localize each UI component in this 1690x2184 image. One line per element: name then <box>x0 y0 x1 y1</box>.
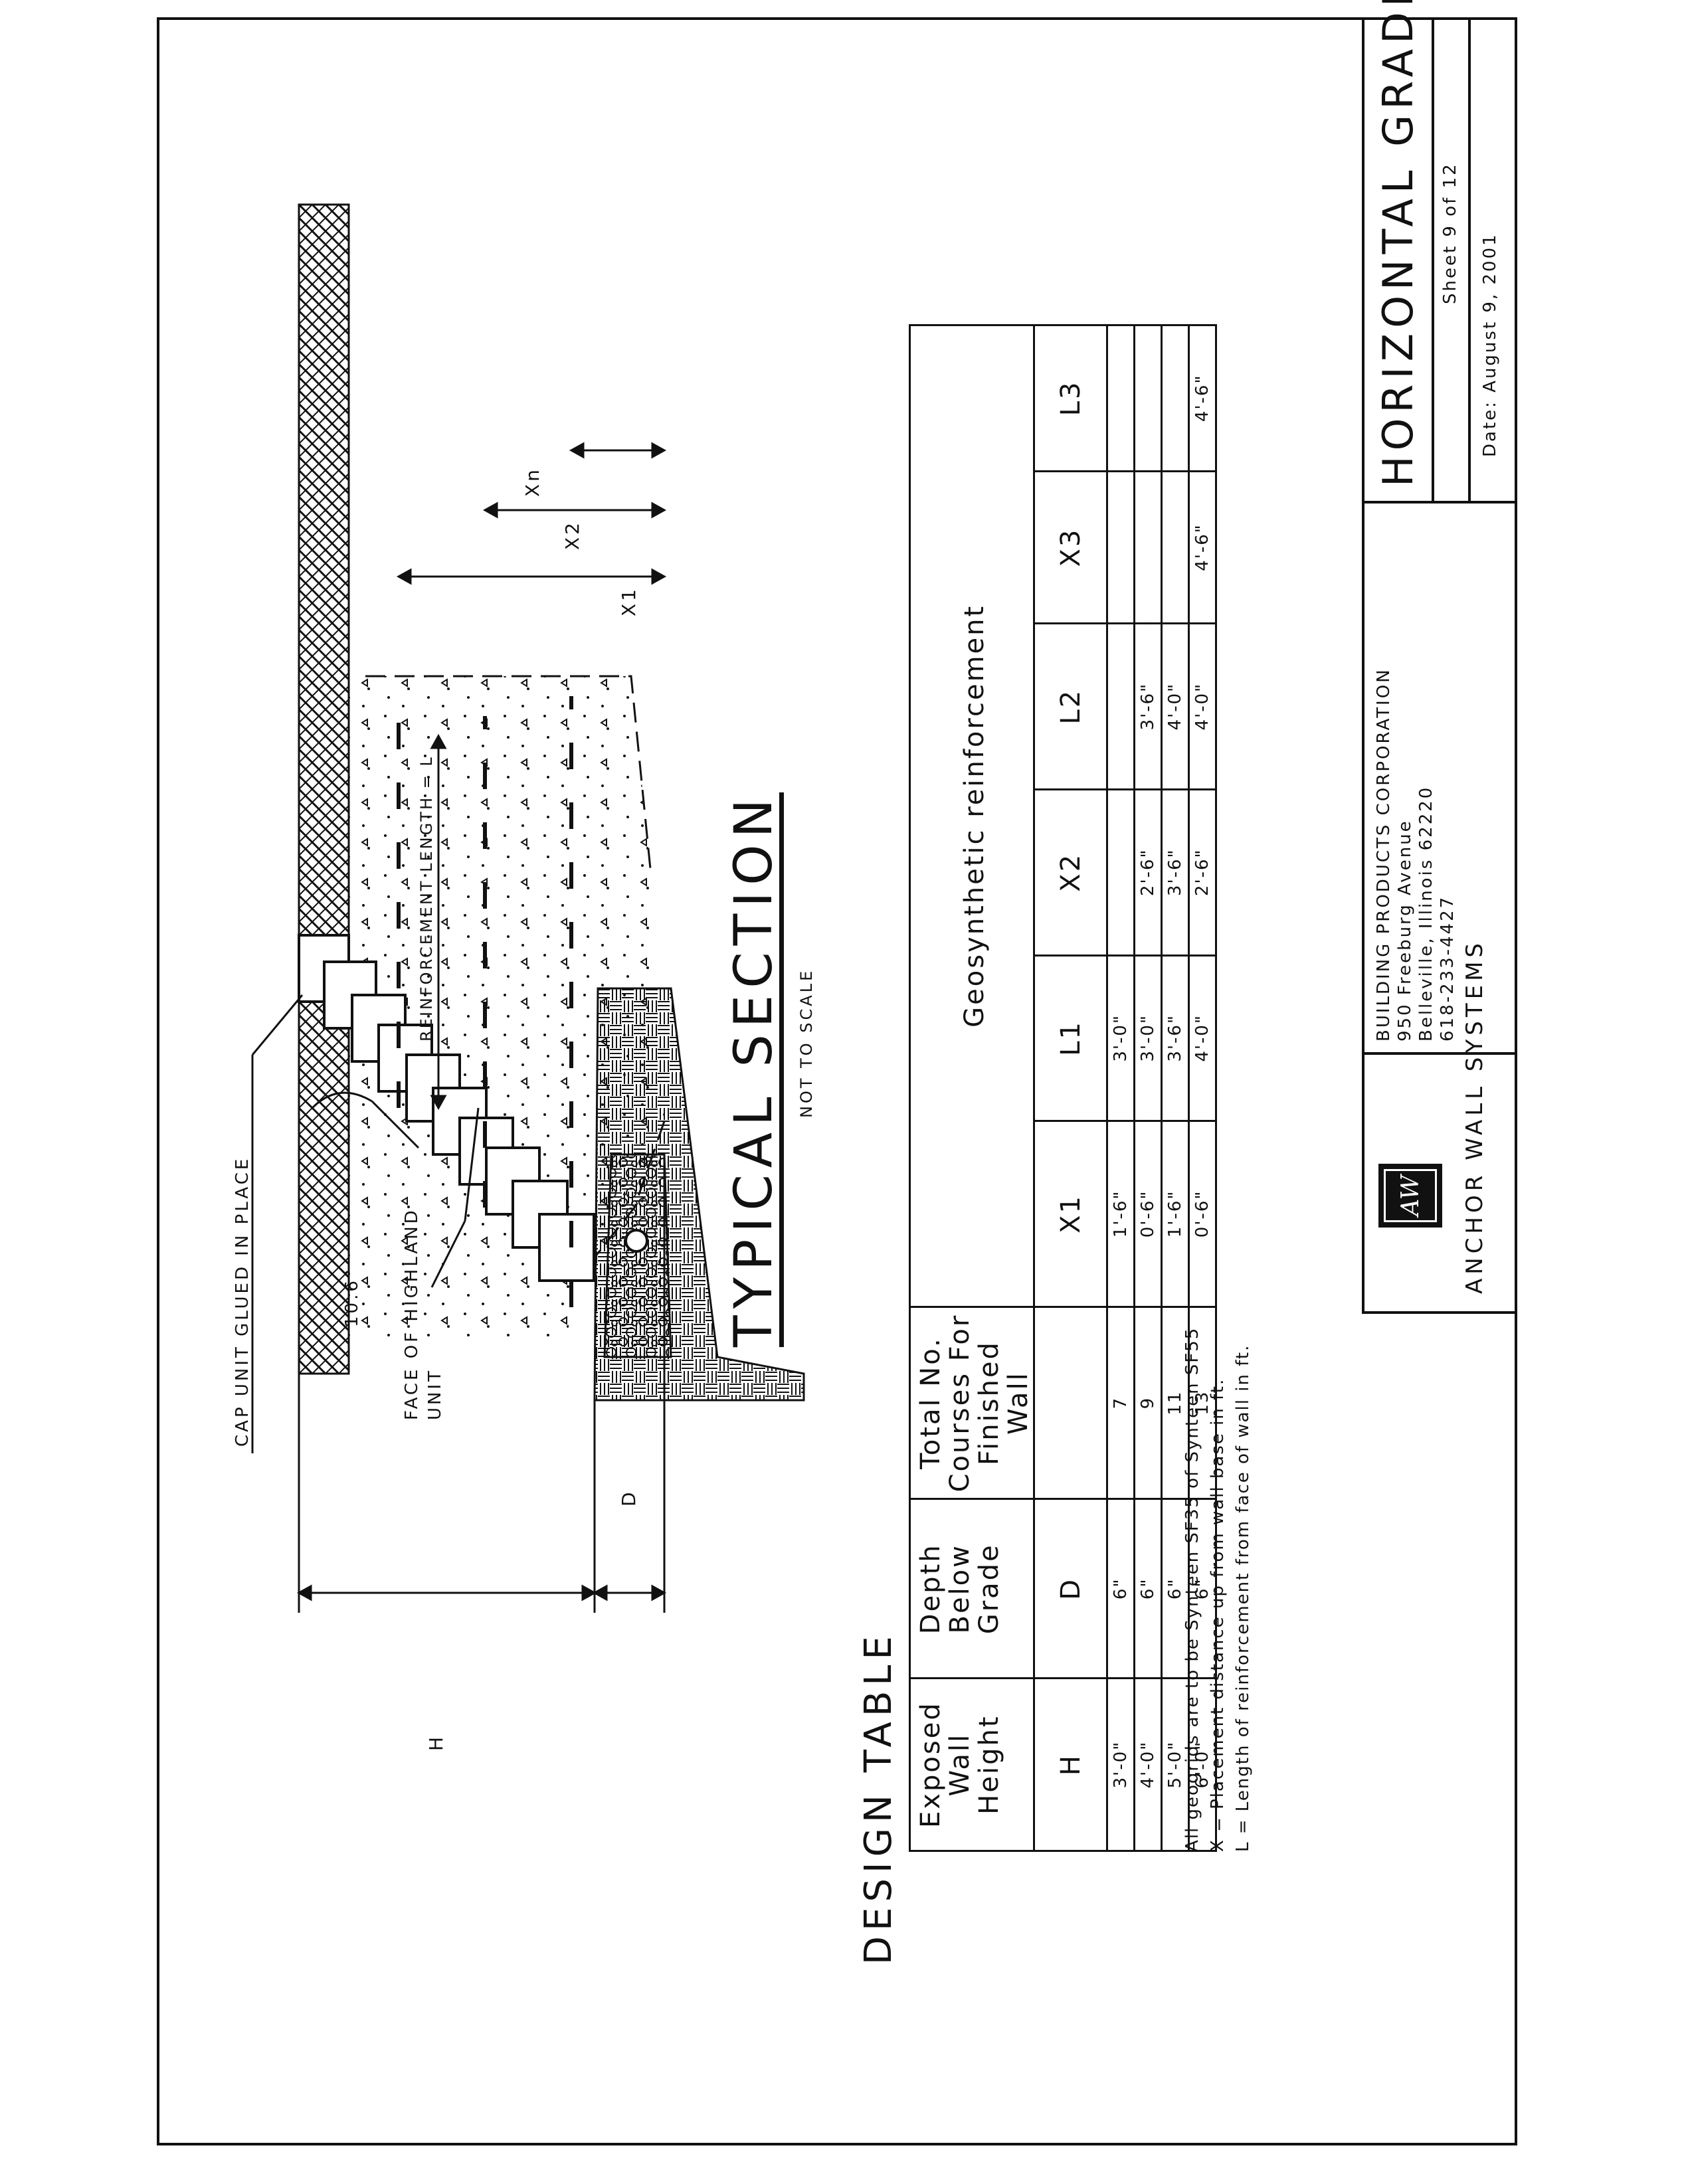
cell-l1: 3'-6" <box>1161 955 1189 1121</box>
dim-d-label: D <box>618 1489 640 1506</box>
cell-l3 <box>1134 325 1162 472</box>
company-phone: 618-233-4427 <box>1438 895 1457 1042</box>
section-title: TYPICAL SECTION <box>724 792 784 1347</box>
cap-unit-callout: CAP UNIT GLUED IN PLACE <box>233 1156 252 1447</box>
cell-l2: 4'-0" <box>1161 623 1189 790</box>
brand-name: ANCHOR WALL SYSTEMS <box>1461 939 1488 1294</box>
cell-d: 6" <box>1134 1499 1162 1679</box>
table-symbol-row: H D X1 L1 X2 L2 X3 L3 <box>1034 325 1107 1851</box>
symbol-cell: X2 <box>1034 789 1107 956</box>
cell-l1: 4'-0" <box>1188 955 1216 1121</box>
logo-letters: AW <box>1396 1175 1424 1216</box>
drawing-title: HORIZONTAL GRADE <box>1374 0 1422 487</box>
table-row: 3'-0" 6" 7 1'-6" 3'-0" <box>1107 325 1135 1851</box>
cell-x3 <box>1161 471 1189 624</box>
cell-x2: 3'-6" <box>1161 789 1189 956</box>
symbol-cell: L2 <box>1034 623 1107 790</box>
header-exposed: Exposed Wall Height <box>909 1678 1034 1851</box>
cell-x2 <box>1107 789 1135 956</box>
cell-l1: 3'-0" <box>1134 955 1162 1121</box>
cell-h: 4'-0" <box>1134 1678 1162 1851</box>
symbol-cell: X3 <box>1034 471 1107 624</box>
cell-x1: 1'-6" <box>1107 1121 1135 1307</box>
cell-x1: 1'-6" <box>1161 1121 1189 1307</box>
symbol-cell: D <box>1034 1499 1107 1679</box>
cell-l1: 3'-0" <box>1107 955 1135 1121</box>
face-unit-callout: FACE OF HIGHLAND <box>402 1208 422 1420</box>
dim-x2-label: X2 <box>561 520 583 550</box>
note-placement: X = Placement distance up from wall base… <box>1208 1378 1228 1852</box>
dim-xn-label: Xn <box>521 467 543 497</box>
cell-x2: 2'-6" <box>1188 789 1216 956</box>
table-row: 4'-0" 6" 9 0'-6" 3'-0" 2'-6" 3'-6" <box>1134 325 1162 1851</box>
cell-courses: 7 <box>1107 1307 1135 1499</box>
symbol-cell: L3 <box>1034 325 1107 472</box>
cell-x1: 0'-6" <box>1188 1121 1216 1307</box>
symbol-cell: X1 <box>1034 1121 1107 1307</box>
cell-l2 <box>1107 623 1135 790</box>
batter-angle-label: 10.6° <box>342 1267 362 1327</box>
header-courses: Total No. Courses For Finished Wall <box>909 1307 1034 1499</box>
face-unit-callout-2: UNIT <box>425 1368 445 1420</box>
table-header-row: Exposed Wall Height Depth Below Grade To… <box>909 325 1034 1851</box>
cell-x1: 0'-6" <box>1134 1121 1162 1307</box>
sheet-number: Sheet 9 of 12 <box>1440 162 1460 304</box>
drawing-date: Date: August 9, 2001 <box>1480 232 1500 457</box>
cell-h: 3'-0" <box>1107 1678 1135 1851</box>
company-address1: 950 Freeburg Avenue <box>1395 819 1415 1042</box>
reinforcement-length-label: REINFORCEMENT LENGTH = L <box>417 755 436 1042</box>
design-table: Exposed Wall Height Depth Below Grade To… <box>909 324 1217 1852</box>
cell-l2: 3'-6" <box>1134 623 1162 790</box>
symbol-cell: H <box>1034 1678 1107 1851</box>
design-table-title: DESIGN TABLE <box>857 1631 900 1965</box>
cell-x3: 4'-6" <box>1188 471 1216 624</box>
header-geosynthetic: Geosynthetic reinforcement <box>909 325 1034 1307</box>
cell-l3: 4'-6" <box>1188 325 1216 472</box>
note-geogrids: All geogrids are to be Synteen SF35 of S… <box>1182 1326 1202 1852</box>
cell-x3 <box>1134 471 1162 624</box>
company-address2: Belleville, Illinois 62220 <box>1416 785 1436 1042</box>
header-depth: Depth Below Grade <box>909 1499 1034 1679</box>
cell-l2: 4'-0" <box>1188 623 1216 790</box>
company-name: BUILDING PRODUCTS CORPORATION <box>1374 668 1394 1042</box>
symbol-cell <box>1034 1307 1107 1499</box>
cell-d: 6" <box>1107 1499 1135 1679</box>
cell-l3 <box>1161 325 1189 472</box>
section-subtitle: NOT TO SCALE <box>797 968 816 1118</box>
cell-x3 <box>1107 471 1135 624</box>
anchor-logo-icon: AW <box>1378 1164 1442 1228</box>
cell-x2: 2'-6" <box>1134 789 1162 956</box>
cell-l3 <box>1107 325 1135 472</box>
note-length: L = Length of reinforcement from face of… <box>1233 1344 1253 1852</box>
dim-h-label: H <box>425 1734 447 1751</box>
cell-courses: 9 <box>1134 1307 1162 1499</box>
symbol-cell: L1 <box>1034 955 1107 1121</box>
dim-x1-label: X1 <box>618 587 640 616</box>
